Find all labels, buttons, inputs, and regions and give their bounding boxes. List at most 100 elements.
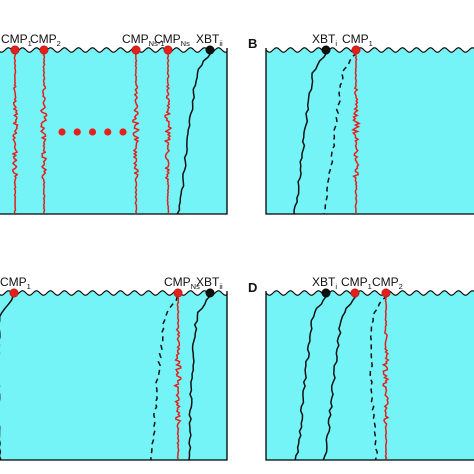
cmp-label-subscript: 1 — [28, 39, 32, 48]
panel-2: B XBTi CMP1 — [248, 32, 474, 215]
cmp-label-subscript: 2 — [399, 282, 403, 291]
ellipsis-dot — [73, 128, 81, 136]
xbt-label-subscript: ii — [219, 39, 223, 48]
xbt-label-main: XBT — [312, 32, 336, 46]
cmp-float-marker — [39, 45, 49, 55]
cmp-velocity-trace — [381, 295, 390, 460]
sea-surface-wave — [265, 47, 474, 53]
xbt-profile-trace — [188, 295, 211, 461]
water-body — [0, 290, 227, 460]
cmp-label-subscript: Ns-1 — [149, 39, 165, 48]
cmp-profile-trace — [323, 52, 358, 215]
cmp-label: CMP1 — [0, 275, 31, 291]
sea-surface-wave — [265, 290, 474, 296]
xbt-label-subscript: i — [335, 39, 337, 48]
panel-letter: B — [248, 36, 257, 51]
sea-surface-wave — [0, 290, 228, 296]
xbt-label: XBTi — [312, 32, 337, 48]
xbt-label-subscript: i — [335, 282, 337, 291]
cmp-label-subscript: 1 — [27, 282, 31, 291]
cmp-label-subscript: 1 — [368, 282, 372, 291]
cmp-label: CMP2 — [372, 275, 403, 291]
cmp-label: CMP1 — [342, 32, 373, 48]
cmp-profile-trace — [12, 52, 19, 214]
cmp-label-main: CMP — [341, 275, 368, 289]
cmp-2-group: CMP2 — [369, 275, 403, 461]
cmp-profile-trace — [132, 52, 140, 214]
panel-border — [0, 48, 228, 215]
xbt-ii-group: XBTii — [188, 275, 223, 461]
cmp-1-group: CMP1 — [323, 32, 373, 215]
ellipsis-dot — [58, 128, 66, 136]
cmp-float-marker — [10, 45, 20, 55]
xbt-float-marker — [321, 288, 331, 298]
cmp-label-main: CMP — [122, 32, 149, 46]
xbt-label: XBTii — [196, 32, 223, 48]
ellipsis-dot — [104, 128, 112, 136]
xbt-ii-group: XBTii — [176, 32, 223, 215]
cmp-label: CMPNs — [164, 275, 200, 291]
ellipsis-dot — [88, 128, 97, 136]
cmp-float-marker — [163, 45, 173, 55]
cmp-Ns-group: CMPNs — [154, 32, 190, 214]
sea-surface-wave — [0, 47, 228, 53]
cmp-label: CMPNs — [154, 32, 190, 48]
cmp-label-main: CMP — [154, 32, 181, 46]
xbt-profile-trace — [294, 295, 328, 461]
cmp-label: CMP2 — [30, 32, 61, 48]
xbt-float-marker — [205, 45, 215, 55]
cmp-profile-trace — [164, 52, 172, 214]
cmp-float-marker — [350, 288, 360, 298]
cmp-label-subscript: 1 — [369, 39, 373, 48]
cmp-label-main: CMP — [1, 32, 28, 46]
xbt-label: XBTi — [312, 275, 337, 291]
water-body — [0, 47, 227, 214]
panel-border — [265, 48, 474, 215]
cmp-Ns-group: CMPNs — [150, 275, 200, 461]
xbt-float-marker — [321, 45, 331, 55]
cmp-profile-trace — [369, 295, 388, 461]
water-body — [266, 47, 474, 214]
cmp-velocity-trace — [351, 52, 361, 214]
cmp-label: CMPNs-1 — [122, 32, 165, 48]
cmp-profile-trace — [150, 295, 179, 461]
cmp-float-marker — [9, 288, 19, 298]
cmp-1-group: CMP1 — [322, 275, 372, 461]
ellipsis-dot — [119, 128, 127, 136]
cmp-label: CMP1 — [1, 32, 32, 48]
xbt-label-subscript: ii — [219, 282, 223, 291]
cmp-label-subscript: Ns — [191, 282, 200, 291]
xbt-i-group: XBTi — [293, 32, 337, 214]
panel-letter: D — [248, 280, 257, 295]
cmp-float-marker — [381, 288, 391, 298]
cmp-Ns-1-group: CMPNs-1 — [122, 32, 165, 214]
cmp-profile-trace — [40, 52, 48, 214]
cmp-1-group: CMP1 — [1, 32, 32, 214]
panel-border — [265, 291, 474, 461]
cmp-velocity-trace — [172, 295, 182, 460]
cmp-label-main: CMP — [372, 275, 399, 289]
cmp-profile-trace — [322, 295, 357, 461]
cmp-label-subscript: Ns — [181, 39, 190, 48]
xbt-profile-trace — [293, 52, 328, 214]
cmp-float-marker — [131, 45, 141, 55]
xbt-profile-trace — [176, 52, 212, 215]
cmp-2-group: CMP2 — [30, 32, 61, 214]
cmp-label-main: CMP — [164, 275, 191, 289]
cmp-float-marker — [351, 45, 361, 55]
cmp-label-main: CMP — [342, 32, 369, 46]
cmp-1-group: CMP1 — [0, 275, 31, 461]
xbt-label: XBTii — [196, 275, 223, 291]
xbt-float-marker — [205, 288, 215, 298]
xbt-label-main: XBT — [196, 275, 220, 289]
cmp-label-subscript: 2 — [57, 39, 61, 48]
cmp-float-marker — [173, 288, 183, 298]
panel-border — [0, 291, 228, 461]
cmp-label-main: CMP — [0, 275, 27, 289]
xbt-label-main: XBT — [312, 275, 336, 289]
cmp-label-main: CMP — [30, 32, 57, 46]
